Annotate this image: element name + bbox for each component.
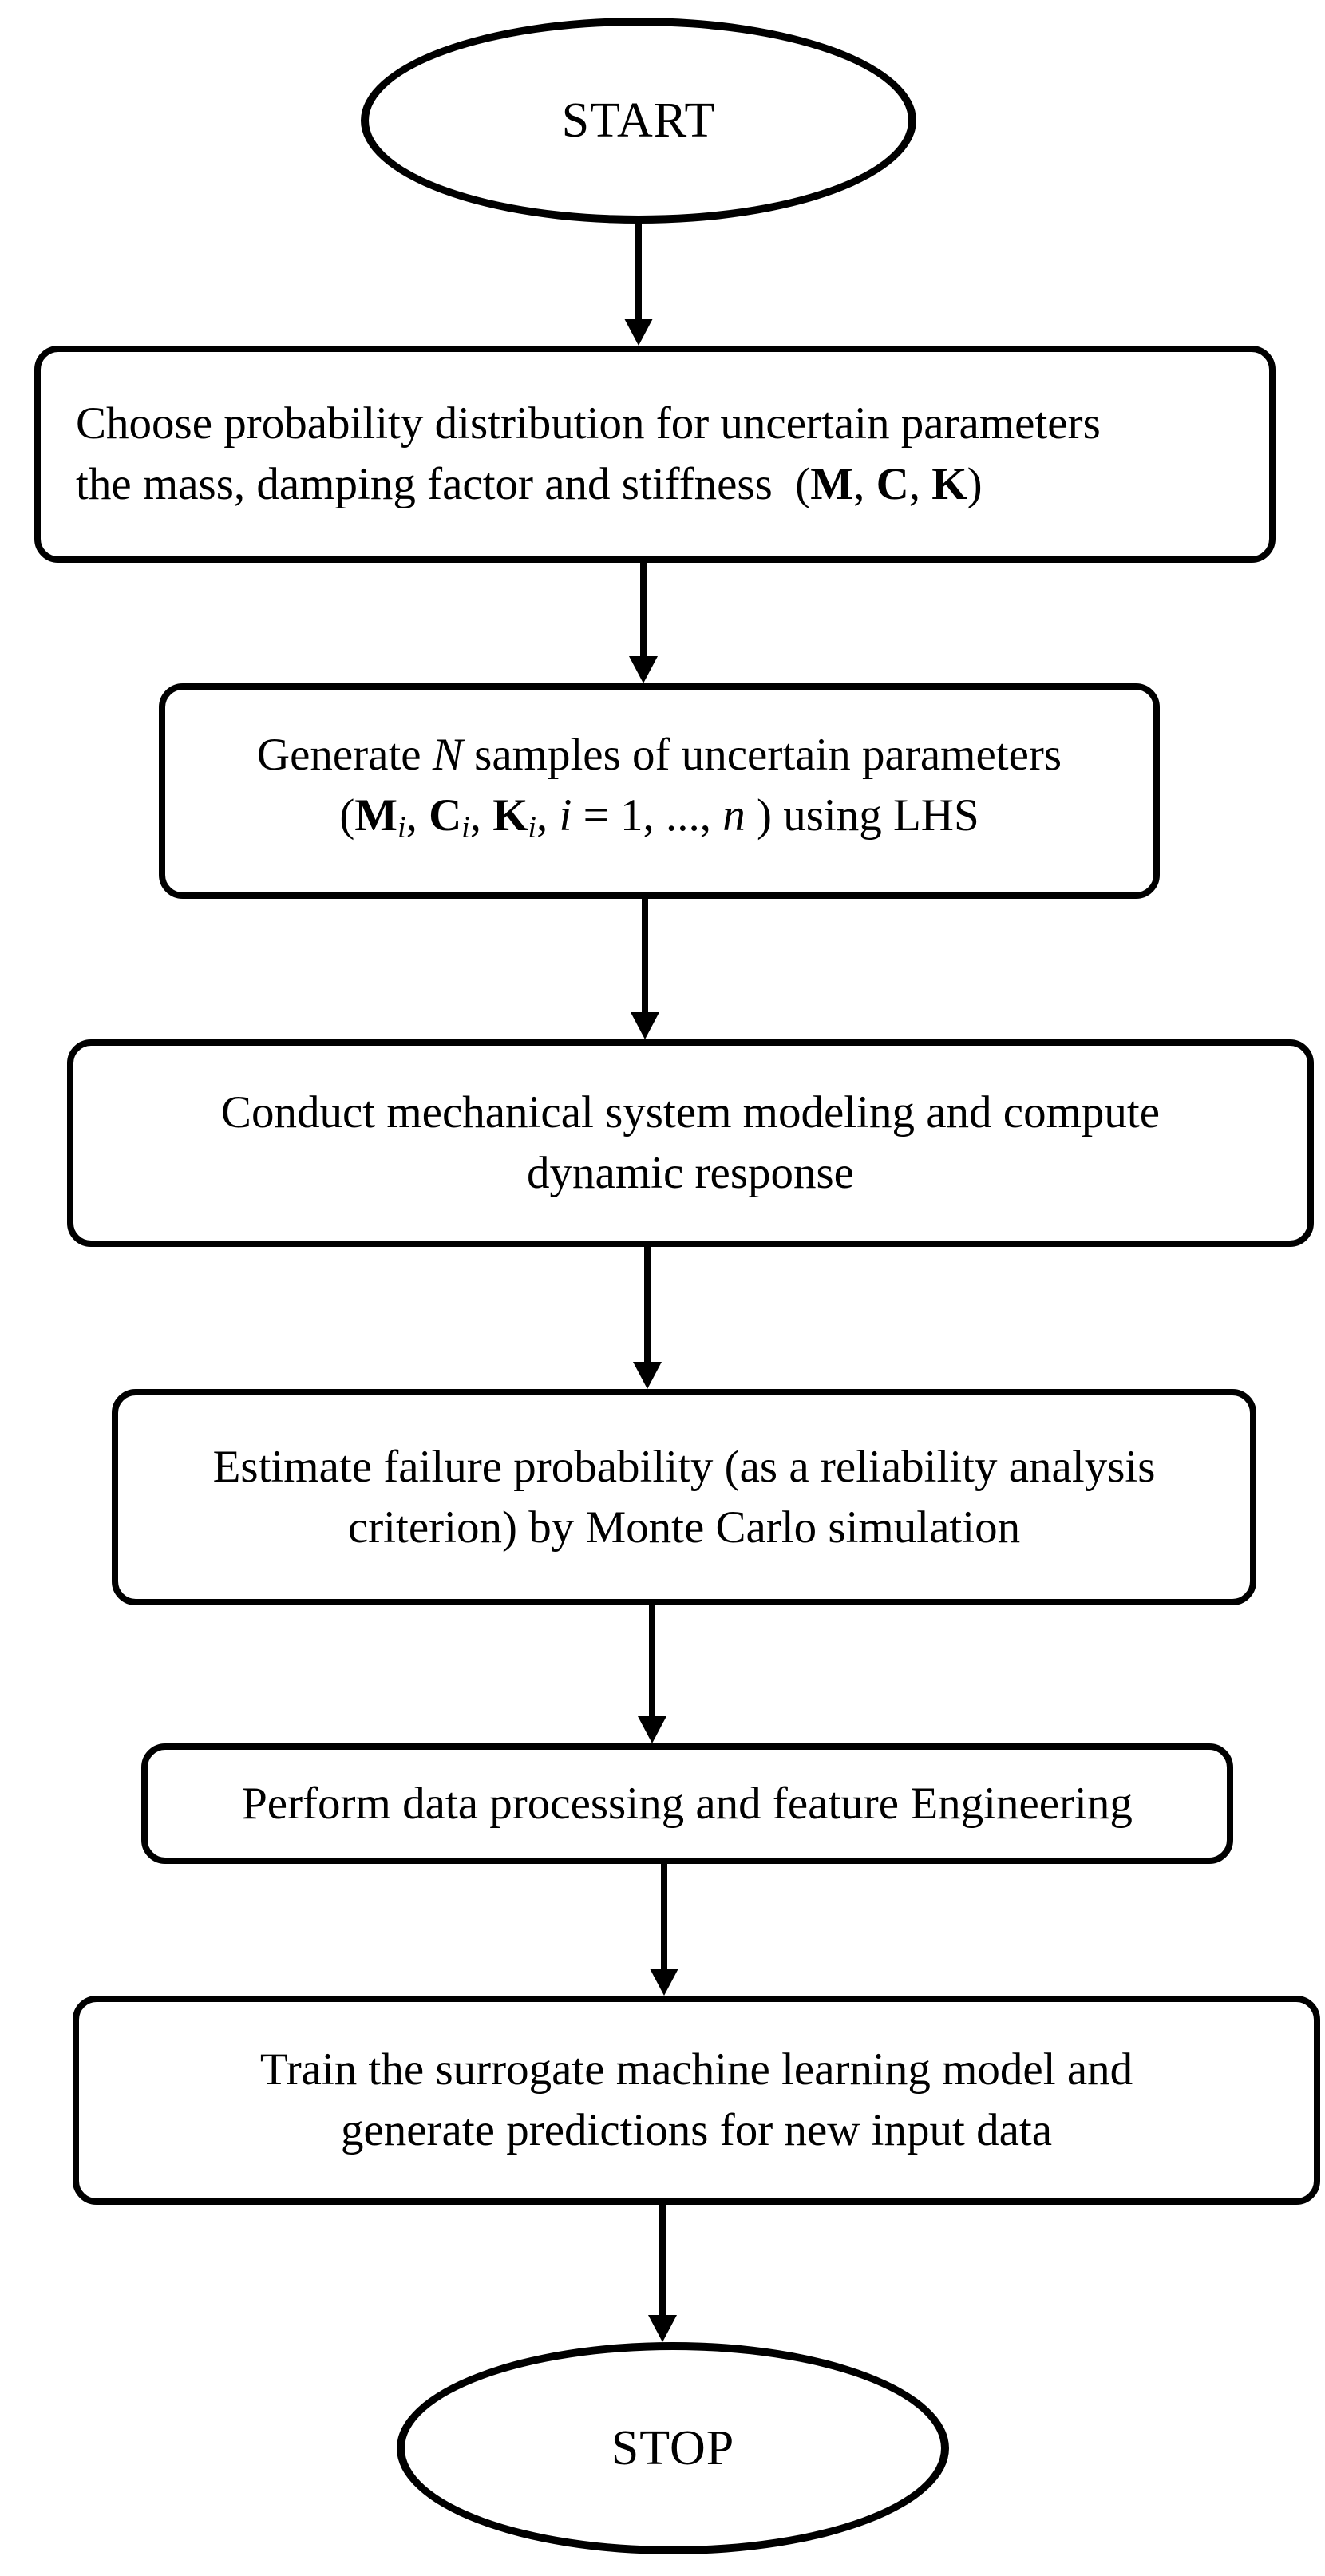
process-step-choose-distribution: Choose probability distribution for unce…: [34, 346, 1276, 563]
arrow-head-icon: [633, 1362, 662, 1389]
process-text-line: Conduct mechanical system modeling and c…: [220, 1087, 1161, 1138]
start-terminator-node: START: [361, 18, 916, 224]
process-text-line: Perform data processing and feature Engi…: [242, 1778, 1133, 1829]
process-text-line: Generate N samples of uncertain paramete…: [256, 729, 1062, 780]
process-text-line: Estimate failure probability (as a relia…: [212, 1441, 1156, 1492]
arrow-shaft: [661, 1862, 667, 1972]
process-text-line: (Mi, Ci, Ki, i = 1, ..., n ) using LHS: [339, 789, 979, 845]
arrow-head-icon: [629, 656, 658, 683]
arrow-step5-to-step6: [650, 1862, 678, 1996]
arrow-head-icon: [648, 2315, 677, 2342]
arrow-step3-to-step4: [633, 1245, 662, 1389]
arrow-step2-to-step3: [631, 897, 659, 1039]
process-text-line: generate predictions for new input data: [340, 2105, 1053, 2155]
process-text-line: criterion) by Monte Carlo simulation: [347, 1502, 1021, 1553]
stop-terminator-node: STOP: [397, 2342, 949, 2554]
arrow-shaft: [642, 897, 648, 1015]
process-text-line: Train the surrogate machine learning mod…: [259, 2044, 1133, 2095]
arrow-shaft: [659, 2203, 666, 2318]
arrow-shaft: [649, 1604, 655, 1719]
process-step-mechanical-modeling: Conduct mechanical system modeling and c…: [67, 1039, 1314, 1247]
process-step-generate-samples: Generate N samples of uncertain paramete…: [159, 683, 1160, 899]
arrow-start-to-step1: [624, 222, 653, 346]
process-step-data-processing: Perform data processing and feature Engi…: [141, 1743, 1233, 1864]
arrow-shaft: [635, 222, 642, 322]
arrow-head-icon: [631, 1012, 659, 1039]
arrow-step4-to-step5: [638, 1604, 666, 1743]
arrow-shaft: [644, 1245, 651, 1365]
arrow-step1-to-step2: [629, 561, 658, 683]
process-text-line: the mass, damping factor and stiffness (…: [76, 459, 983, 509]
process-step-estimate-failure-probability: Estimate failure probability (as a relia…: [112, 1389, 1256, 1605]
process-text-line: dynamic response: [527, 1148, 854, 1198]
stop-label: STOP: [611, 2420, 735, 2475]
arrow-head-icon: [650, 1969, 678, 1996]
start-label: START: [561, 93, 716, 148]
arrow-step6-to-stop: [648, 2203, 677, 2342]
process-text-line: Choose probability distribution for unce…: [76, 398, 1101, 449]
arrow-head-icon: [638, 1716, 666, 1743]
arrow-shaft: [640, 561, 647, 659]
arrow-head-icon: [624, 319, 653, 346]
process-step-train-surrogate-model: Train the surrogate machine learning mod…: [73, 1996, 1320, 2205]
